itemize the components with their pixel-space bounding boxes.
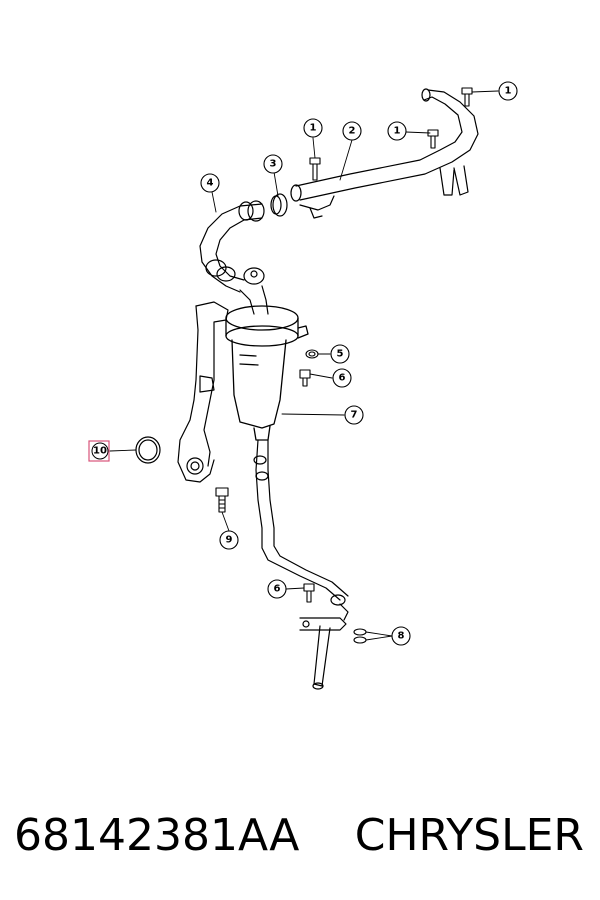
callout-1c: 1 (303, 118, 323, 138)
bolt-1c (309, 157, 321, 181)
svg-text:9: 9 (226, 535, 233, 546)
svg-text:3: 3 (270, 159, 277, 170)
bolt-6b (303, 583, 315, 603)
callout-3: 3 (263, 154, 283, 174)
callout-2: 2 (342, 121, 362, 141)
elbow-fitting (239, 267, 269, 315)
callout-8: 8 (391, 626, 411, 646)
clamp-3 (270, 193, 288, 217)
bolt-9 (215, 487, 229, 513)
svg-text:8: 8 (398, 631, 405, 642)
svg-text:1: 1 (310, 123, 317, 134)
svg-text:7: 7 (351, 410, 358, 421)
hose-4 (199, 200, 265, 293)
callout-5: 5 (330, 344, 350, 364)
callout-6a: 6 (332, 368, 352, 388)
callout-7: 7 (344, 405, 364, 425)
washer-5 (305, 349, 319, 359)
svg-text:6: 6 (274, 584, 281, 595)
svg-text:10: 10 (93, 446, 107, 457)
callout-1a: 1 (498, 81, 518, 101)
bolt-1a (461, 87, 473, 107)
svg-text:1: 1 (505, 86, 512, 97)
oil-separator-7 (225, 305, 309, 441)
svg-text:5: 5 (337, 349, 344, 360)
callout-4: 4 (200, 173, 220, 193)
svg-text:2: 2 (349, 126, 356, 137)
drain-hose (253, 439, 349, 606)
mounting-bracket (177, 301, 229, 483)
parts-diagram: 1 1 1 2 3 4 5 6 7 10 9 6 (88, 81, 518, 690)
callout-10: 10 (88, 440, 110, 462)
svg-text:1: 1 (394, 126, 401, 137)
seal-ring-10 (135, 436, 161, 464)
svg-text:4: 4 (207, 178, 214, 189)
part-number: 68142381AA (14, 809, 300, 861)
o-rings-8 (353, 628, 367, 644)
callout-6b: 6 (267, 579, 287, 599)
svg-text:6: 6 (339, 373, 346, 384)
upper-tube (290, 88, 479, 219)
callout-1b: 1 (387, 121, 407, 141)
brand-name: CHRYSLER (354, 809, 584, 861)
footer: 68142381AA CHRYSLER (0, 790, 600, 880)
drain-tube (299, 603, 349, 690)
bolt-6a (299, 369, 311, 387)
leader-lines (109, 90, 499, 641)
callout-9: 9 (219, 530, 239, 550)
